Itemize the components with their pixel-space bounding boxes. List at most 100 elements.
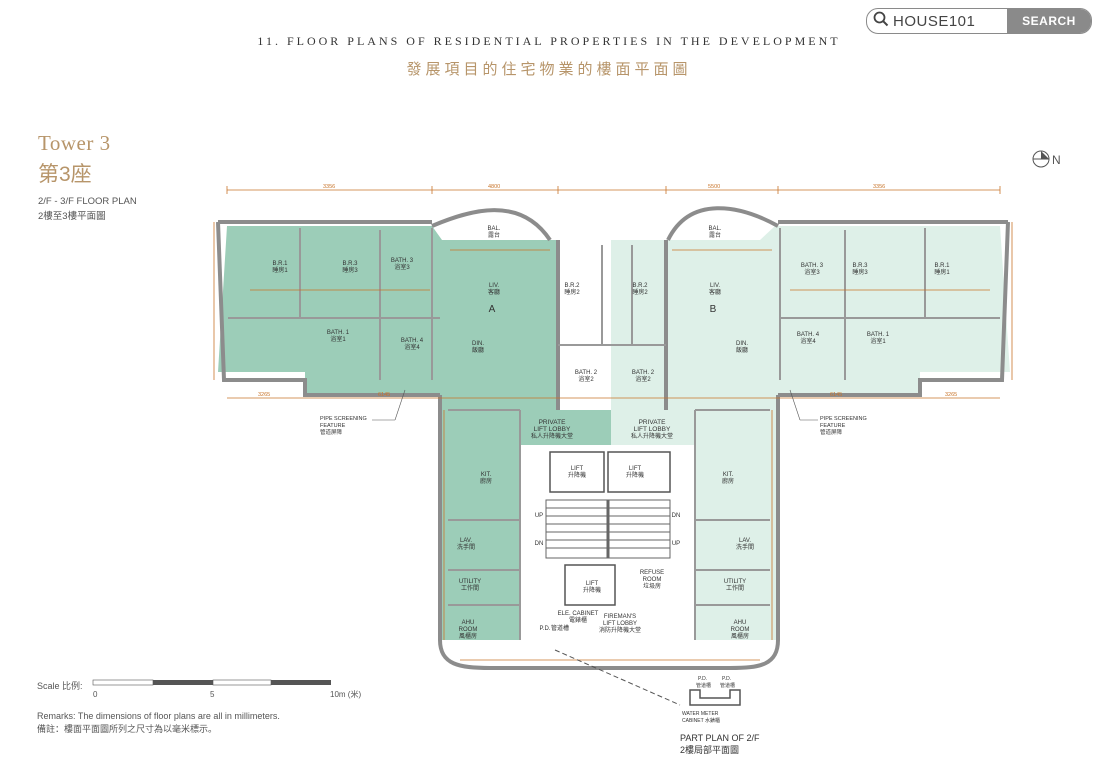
- label-pd: P.D.: [540, 626, 551, 632]
- label-refuse-2: ROOM: [643, 577, 662, 583]
- label-refuse-1: REFUSE: [640, 570, 664, 576]
- label-pipe-a-2: FEATURE: [320, 423, 346, 429]
- label-br3-b: B.R.3: [852, 263, 868, 269]
- label-din-a: DIN.: [472, 341, 484, 347]
- label-kit-b: KIT.: [723, 472, 734, 478]
- search-button[interactable]: SEARCH: [1007, 9, 1091, 33]
- label-ahu-b: AHU: [734, 620, 747, 626]
- search-icon: [873, 11, 889, 32]
- label-fireman-2: LIFT LOBBY: [603, 621, 637, 627]
- label-utility-b-zh: 工作間: [726, 584, 744, 592]
- label-unit-a: A: [489, 304, 496, 315]
- dimension-values: 3356 4800 5500 3356 3265 6145 6145 3265: [258, 184, 957, 398]
- label-part-pd-1: P.D.: [698, 676, 707, 682]
- label-ahu-room-b: ROOM: [731, 627, 750, 633]
- label-bath3-a-zh: 浴室3: [394, 263, 410, 271]
- interior-walls: [228, 228, 1000, 640]
- label-utility-a-zh: 工作間: [461, 584, 479, 592]
- label-bath1-b-zh: 浴室1: [870, 337, 886, 345]
- room-labels: B.R.1 睡房1 B.R.3 睡房3 BATH. 3 浴室3 BATH. 1 …: [272, 226, 950, 640]
- label-bath1-b: BATH. 1: [867, 332, 890, 338]
- label-liv-a: LIV.: [489, 283, 499, 289]
- label-private-lobby-b-2: LIFT LOBBY: [634, 426, 671, 433]
- search-box: HOUSE101 SEARCH: [866, 8, 1092, 34]
- dimension-lines: [213, 186, 1013, 661]
- label-br1-a: B.R.1: [272, 261, 288, 267]
- label-br2-a-zh: 睡房2: [564, 288, 580, 296]
- label-bal-a: BAL.: [487, 226, 500, 232]
- dimension-top-1: 3356: [323, 184, 335, 190]
- label-bath4-a: BATH. 4: [401, 338, 424, 344]
- label-water-meter-1: WATER METER: [682, 711, 719, 717]
- label-bath2-b: BATH. 2: [632, 370, 655, 376]
- label-water-meter-2: CABINET 水錶櫃: [682, 717, 720, 724]
- unit-a-area: [218, 226, 611, 640]
- label-br3-b-zh: 睡房3: [852, 268, 868, 276]
- label-stair-up-2: UP: [672, 541, 680, 547]
- dimension-bottom-2: 6145: [378, 392, 390, 398]
- label-utility-b: UTILITY: [724, 579, 746, 585]
- label-bath3-b: BATH. 3: [801, 263, 824, 269]
- label-kit-b-zh: 廚房: [722, 477, 734, 485]
- label-private-lobby-a-zh: 私人升降機大堂: [531, 432, 573, 440]
- label-private-lobby-b-zh: 私人升降機大堂: [631, 432, 673, 440]
- label-ahu-room-a: ROOM: [459, 627, 478, 633]
- label-br1-a-zh: 睡房1: [272, 266, 288, 274]
- unit-b-area: [666, 226, 1010, 640]
- scale-tick-10: 10m (米): [330, 689, 361, 699]
- label-part-pd-2-zh: 管道槽: [720, 682, 735, 689]
- label-din-a-zh: 飯廳: [472, 346, 484, 354]
- unit-b-core-area: [611, 240, 680, 455]
- label-bath4-b-zh: 浴室4: [800, 337, 816, 345]
- dimension-top-4: 3356: [873, 184, 885, 190]
- north-arrow: N: [1030, 148, 1070, 175]
- label-br3-a: B.R.3: [342, 261, 358, 267]
- label-fireman-1: FIREMAN'S: [604, 614, 636, 620]
- page-title: 11. FLOOR PLANS OF RESIDENTIAL PROPERTIE…: [257, 34, 841, 48]
- label-ahu-a-zh: 風櫃房: [459, 632, 477, 640]
- tower-name: Tower 3: [38, 131, 111, 155]
- label-bath2-a-zh: 浴室2: [578, 375, 594, 383]
- label-br2-b: B.R.2: [632, 283, 648, 289]
- part-plan-connector: [554, 649, 681, 706]
- north-arrow-icon: N: [1032, 150, 1061, 168]
- label-liv-b-zh: 客廳: [709, 288, 721, 296]
- outer-walls: [216, 220, 1010, 670]
- label-utility-a: UTILITY: [459, 579, 481, 585]
- floor-label-chinese: 2樓至3樓平面圖: [38, 211, 106, 222]
- page-title-chinese: 發展項目的住宅物業的樓面平面圖: [406, 61, 692, 78]
- label-bath1-a: BATH. 1: [327, 330, 350, 336]
- label-ahu-a: AHU: [462, 620, 475, 626]
- label-lift-1: LIFT: [571, 466, 584, 472]
- label-private-lobby-a-1: PRIVATE: [539, 419, 567, 426]
- label-pipe-b-zh: 管道屏障: [820, 428, 843, 436]
- dimension-bottom-1: 3265: [258, 392, 270, 398]
- label-kit-a-zh: 廚房: [480, 477, 492, 485]
- scale-tick-0: 0: [93, 690, 98, 699]
- search-field[interactable]: HOUSE101: [867, 9, 1007, 33]
- label-pipe-b-2: FEATURE: [820, 423, 846, 429]
- staircase: [545, 499, 671, 559]
- label-br1-b-zh: 睡房1: [934, 268, 950, 276]
- label-lav-a: LAV.: [460, 538, 472, 544]
- label-bath4-a-zh: 浴室4: [404, 343, 420, 351]
- label-liv-b: LIV.: [710, 283, 720, 289]
- label-bath3-b-zh: 浴室3: [804, 268, 820, 276]
- label-unit-b: B: [710, 304, 717, 315]
- label-bal-b-zh: 露台: [709, 231, 721, 239]
- label-part-pd-2: P.D.: [722, 676, 731, 682]
- label-lift-2: LIFT: [629, 466, 642, 472]
- label-pipe-a-1: PIPE SCREENING: [320, 416, 367, 422]
- label-stair-up-1: UP: [535, 513, 543, 519]
- label-ele-cabinet-zh: 電錶櫃: [569, 616, 587, 624]
- remarks-english: Remarks: The dimensions of floor plans a…: [37, 711, 280, 721]
- dimension-top-3: 5500: [708, 184, 720, 190]
- part-plan-title-chinese: 2樓局部平面圖: [680, 745, 740, 755]
- dimension-top-2: 4800: [488, 184, 500, 190]
- label-br3-a-zh: 睡房3: [342, 266, 358, 274]
- label-lift-3-zh: 升降機: [583, 586, 601, 594]
- label-lav-b-zh: 洗手間: [736, 543, 754, 551]
- label-pipe-a-zh: 管道屏障: [320, 428, 343, 436]
- tower-name-chinese: 第3座: [38, 163, 92, 186]
